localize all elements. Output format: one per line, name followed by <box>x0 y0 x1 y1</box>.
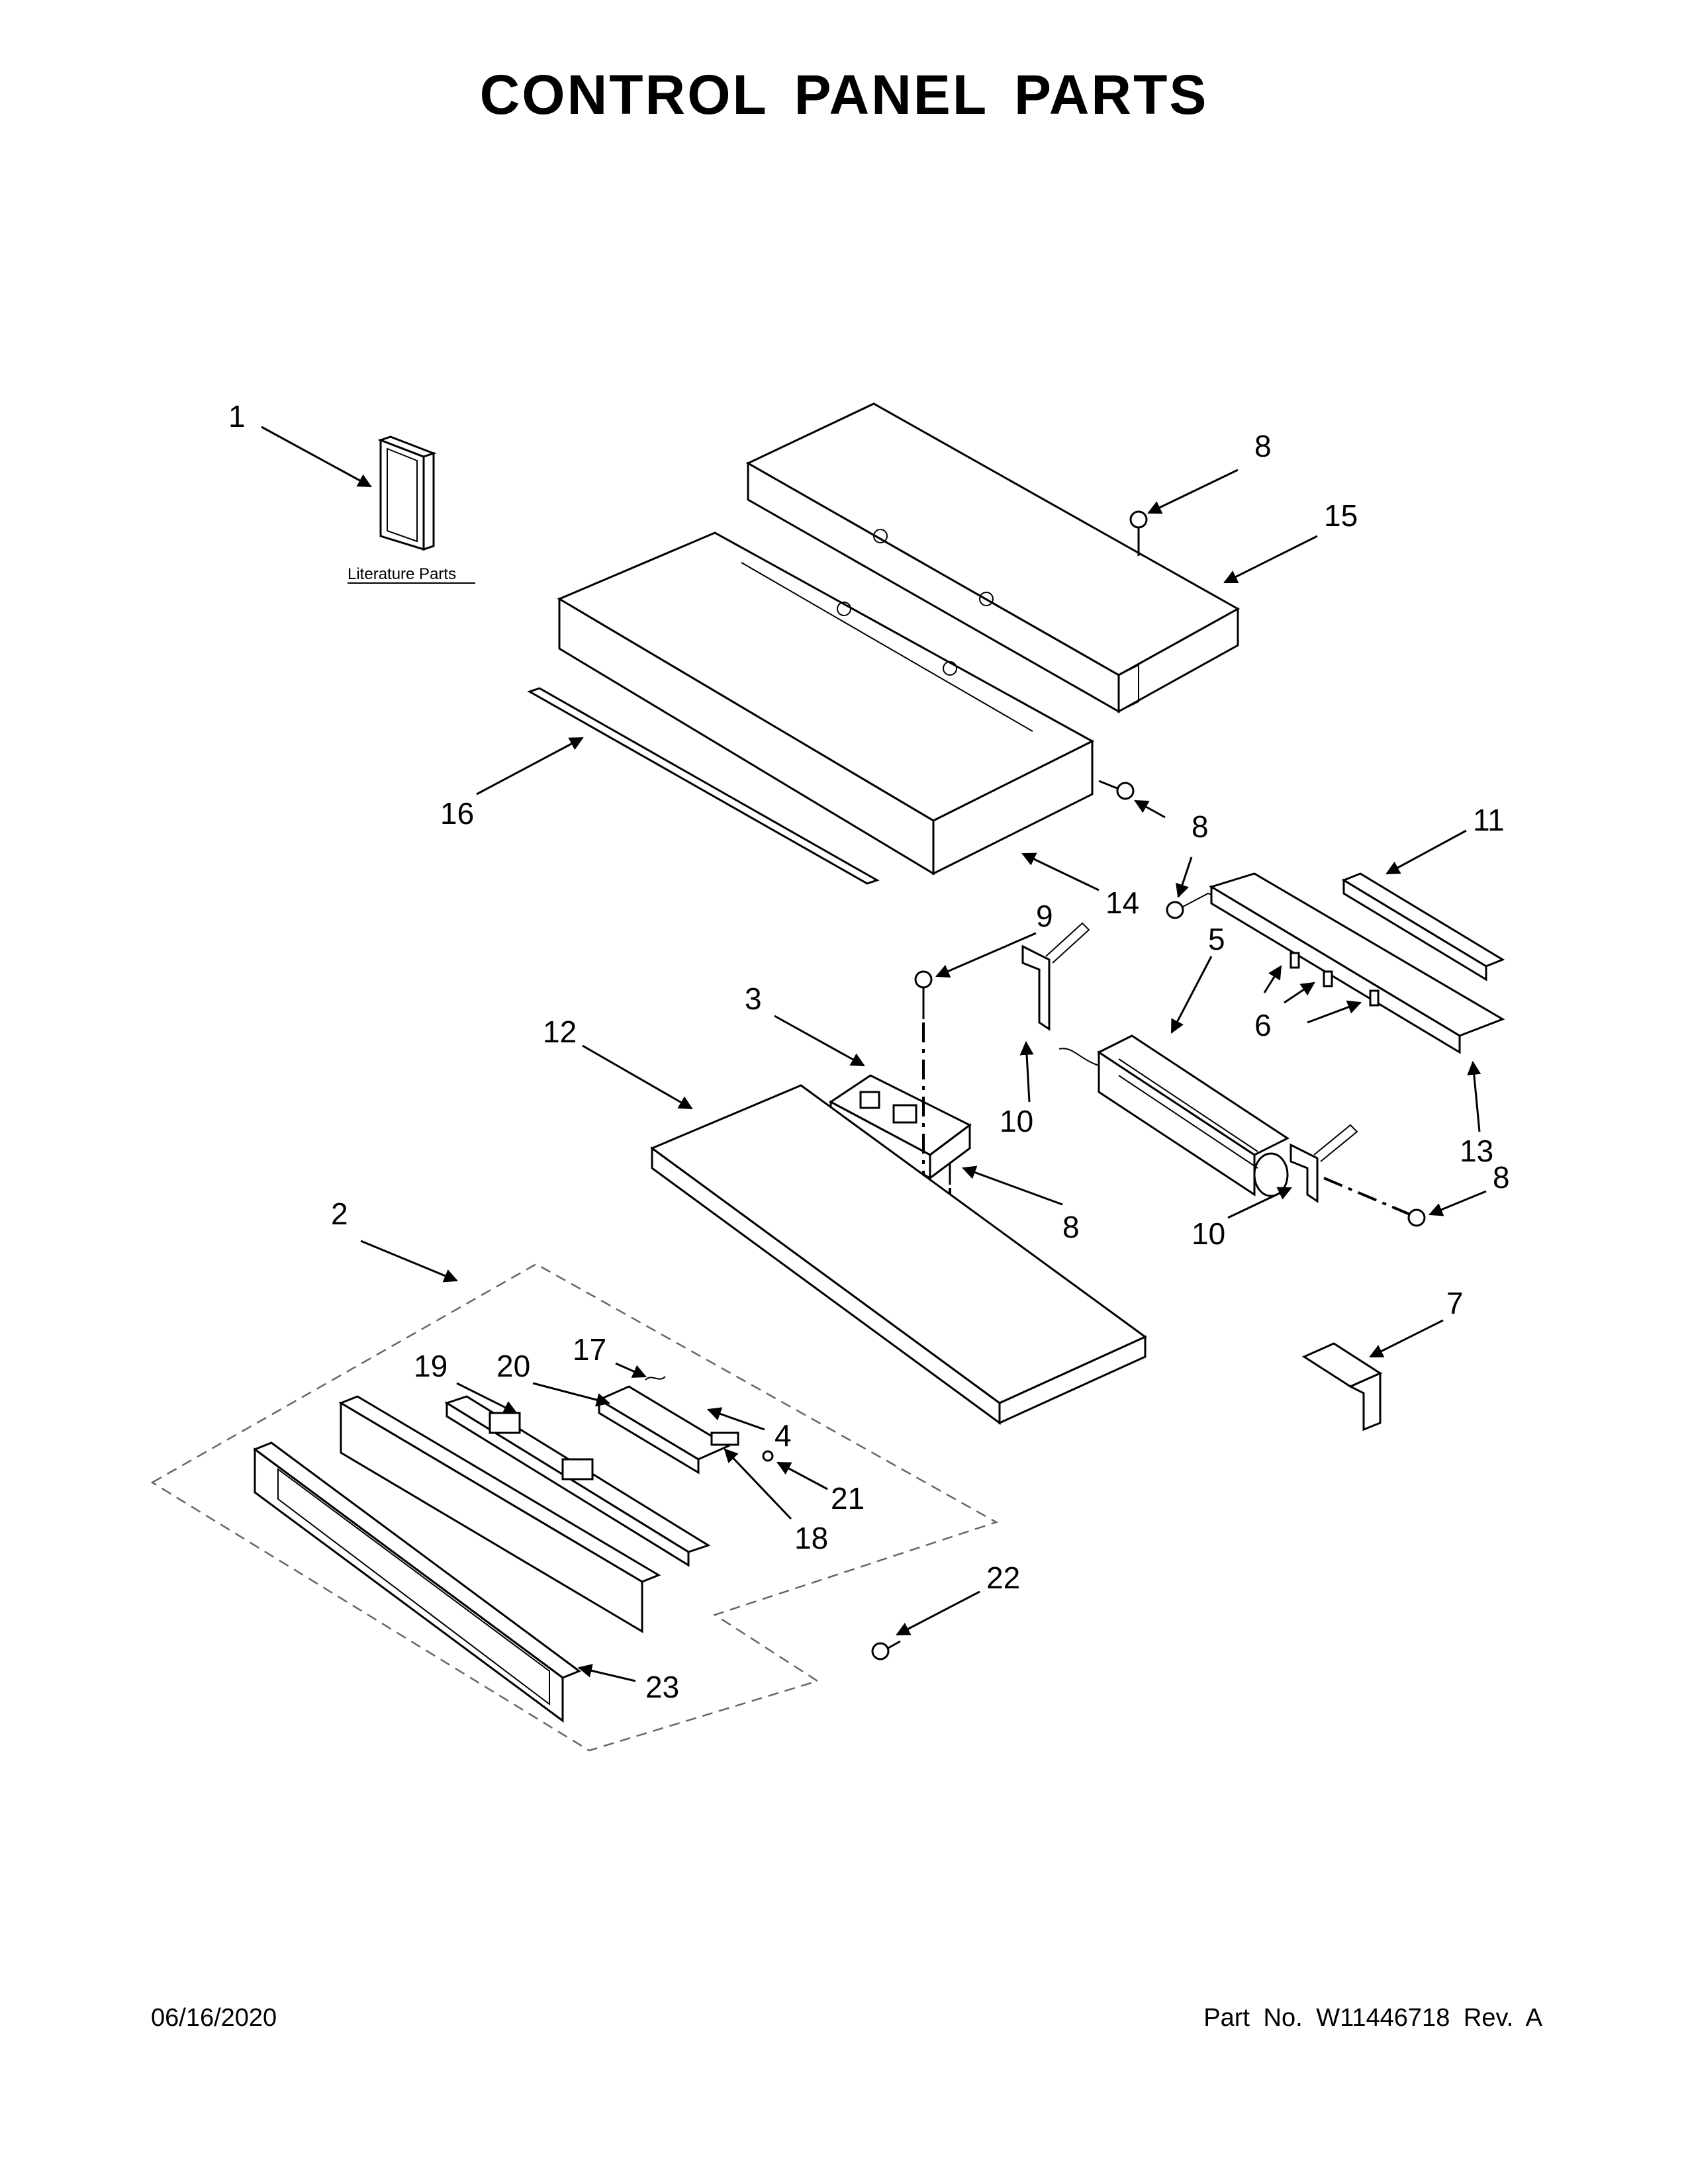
callout-8: 8 <box>1254 429 1272 463</box>
leader-18 <box>724 1448 792 1520</box>
callout-12: 12 <box>543 1015 577 1049</box>
leader-8 <box>1147 469 1239 514</box>
leader-10 <box>1019 1040 1034 1103</box>
leader-23 <box>577 1664 636 1682</box>
leader-11 <box>1385 829 1467 875</box>
callout-23: 23 <box>645 1670 679 1704</box>
leader-17 <box>615 1362 647 1378</box>
part-10-bracket <box>1289 1124 1358 1203</box>
callout-16: 16 <box>440 796 474 831</box>
leader-15 <box>1223 535 1318 584</box>
leader-20 <box>532 1382 611 1407</box>
alignment-line <box>1323 1177 1411 1216</box>
leader-8 <box>962 1165 1063 1206</box>
screw-icon <box>871 1640 901 1661</box>
footer-part-number: Part No. W11446718 Rev. A <box>1203 2004 1542 2032</box>
callout-7: 7 <box>1446 1286 1464 1320</box>
leader-10 <box>1227 1187 1292 1219</box>
part-21-clip <box>762 1450 774 1462</box>
screw-icon <box>1098 780 1135 800</box>
callout-21: 21 <box>831 1481 865 1516</box>
part-11-insulation-strip <box>1341 872 1505 981</box>
part-23-front-panel <box>252 1395 661 1723</box>
callout-19: 19 <box>414 1349 447 1383</box>
callout-9: 9 <box>1036 899 1053 933</box>
part-5-blower-fan <box>1058 1034 1289 1197</box>
leader-21 <box>776 1461 828 1490</box>
part-3-relay-board <box>829 1074 972 1180</box>
callout-6: 6 <box>1254 1008 1272 1042</box>
callout-11: 11 <box>1473 803 1505 837</box>
callout-4: 4 <box>774 1418 792 1453</box>
callout-8: 8 <box>1493 1160 1510 1195</box>
leader-3 <box>774 1015 865 1067</box>
screw-icon <box>1166 892 1219 919</box>
part-10-bracket <box>1021 922 1090 1031</box>
leader-8 <box>1134 799 1166 819</box>
part-20-control-board <box>596 1385 731 1475</box>
part-12-mounting-plate <box>649 1084 1147 1425</box>
callout-10: 10 <box>1000 1104 1033 1138</box>
callout-15: 15 <box>1324 498 1358 533</box>
callout-8: 8 <box>1192 809 1209 844</box>
part-19-control-board <box>444 1395 711 1567</box>
part-17-wire <box>645 1376 666 1381</box>
callout-5: 5 <box>1208 922 1225 956</box>
part-1-literature <box>377 435 437 551</box>
footer-date: 06/16/2020 <box>151 2004 277 2032</box>
callout-18: 18 <box>794 1521 828 1555</box>
leader-19 <box>456 1382 518 1414</box>
callout-17: 17 <box>573 1332 606 1367</box>
leader-4 <box>707 1407 765 1431</box>
leader-5 <box>1170 956 1213 1034</box>
leader-8 <box>1176 856 1193 898</box>
callout-22: 22 <box>986 1561 1020 1595</box>
page-title: CONTROL PANEL PARTS <box>479 64 1209 126</box>
callout-1: 1 <box>228 399 246 433</box>
screw-icon <box>914 970 933 1019</box>
part-14-lower-cover <box>557 531 1095 876</box>
part-2-assembly-outline <box>150 1263 999 1752</box>
leader-2 <box>360 1240 458 1283</box>
leader-16 <box>476 737 584 796</box>
leader-1 <box>261 426 372 488</box>
leader-22 <box>896 1590 980 1636</box>
screw-icon <box>1129 510 1148 556</box>
part-6-pin <box>1289 952 1380 1007</box>
callout-3: 3 <box>745 981 762 1016</box>
leader-14 <box>1021 852 1100 891</box>
leader-6 <box>1307 1000 1362 1024</box>
leader-9 <box>935 932 1037 978</box>
callout-2: 2 <box>331 1197 348 1231</box>
leader-8 <box>1429 1190 1487 1216</box>
callout-20: 20 <box>496 1349 530 1383</box>
part-15-upper-cover <box>745 402 1241 713</box>
leader-6 <box>1284 981 1315 1004</box>
part-16-gasket-strip <box>527 687 880 885</box>
part-13-fan-bracket <box>1209 872 1505 1054</box>
leader-13 <box>1467 1060 1481 1132</box>
part-18-switch <box>710 1432 739 1446</box>
literature-parts-label: Literature Parts <box>348 565 456 583</box>
screw-icon <box>1407 1208 1426 1227</box>
callout-13: 13 <box>1460 1134 1493 1168</box>
callout-8: 8 <box>1062 1210 1080 1244</box>
part-7-bracket <box>1301 1342 1383 1432</box>
leader-6 <box>1263 965 1282 993</box>
callout-14: 14 <box>1105 886 1139 920</box>
callout-10: 10 <box>1192 1216 1225 1251</box>
leader-12 <box>582 1044 693 1110</box>
leader-7 <box>1369 1319 1444 1358</box>
